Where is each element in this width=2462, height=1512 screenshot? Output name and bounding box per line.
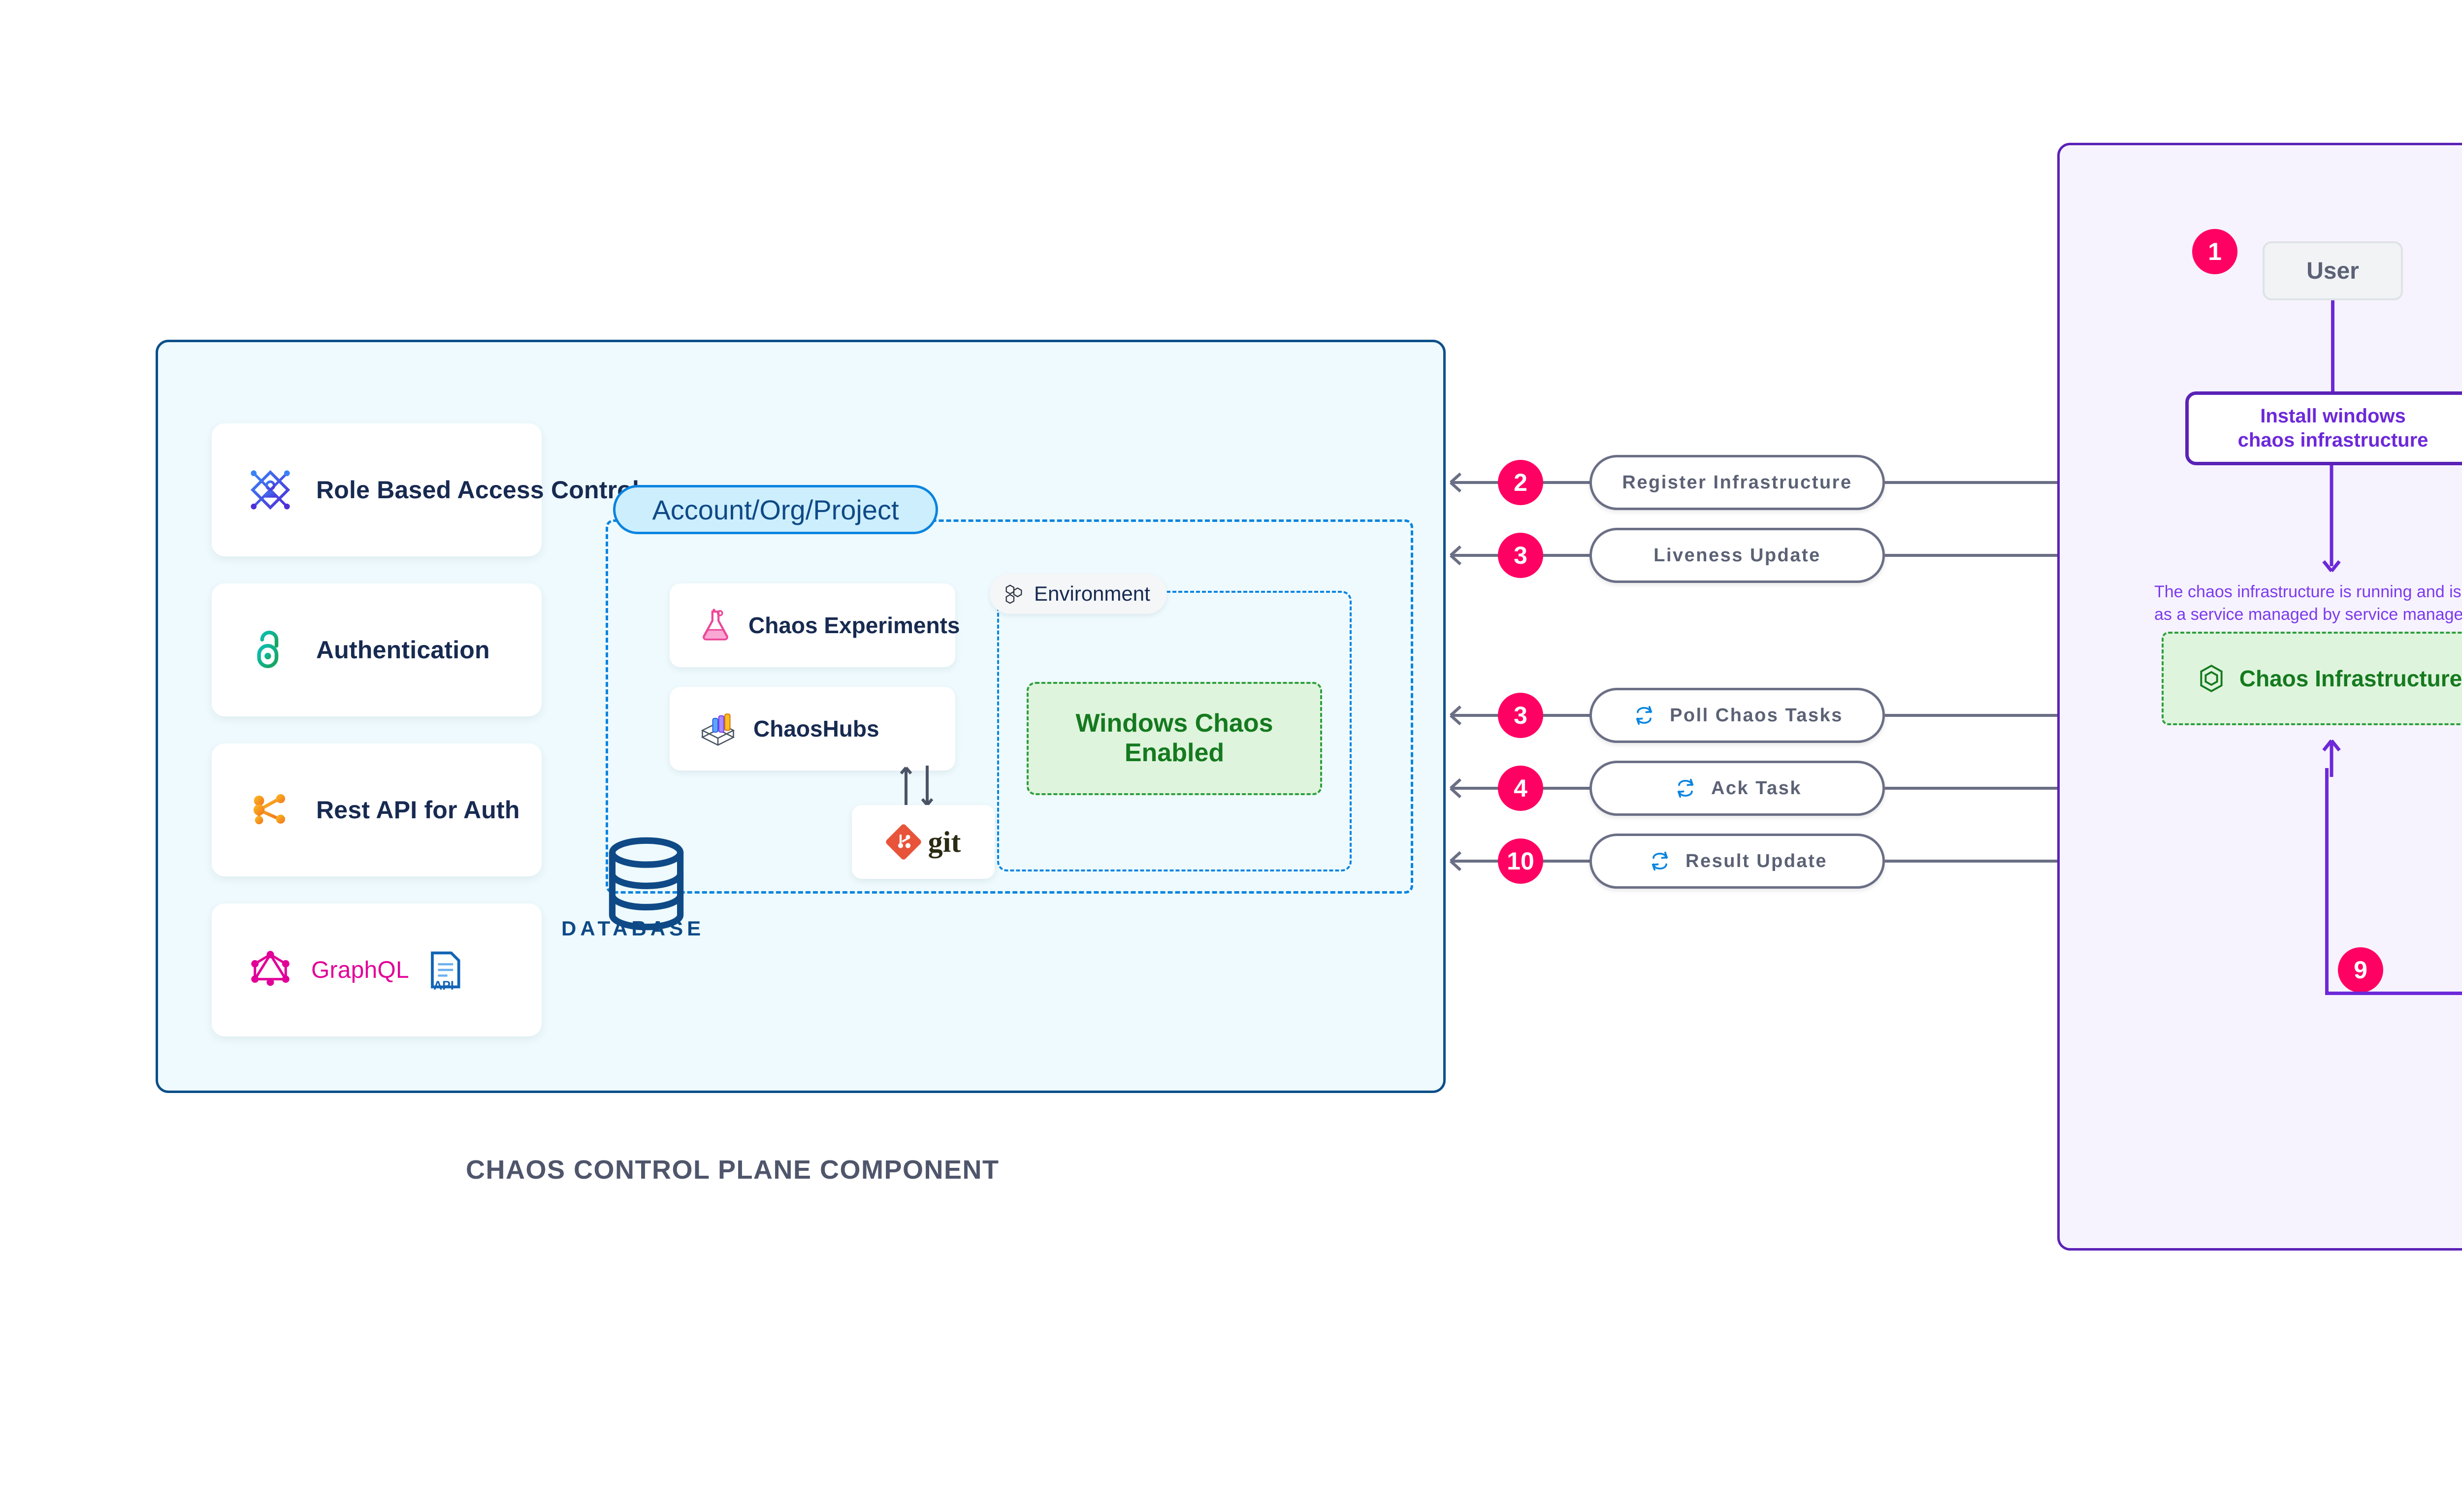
flow-line [2325, 992, 2462, 995]
feature-label: Authentication [316, 636, 490, 664]
environment-label: Environment [1034, 582, 1150, 605]
feature-card-authentication[interactable]: Authentication [212, 583, 542, 716]
environment-box [997, 591, 1352, 871]
git-card[interactable]: git [852, 805, 995, 879]
environment-pill[interactable]: Environment [990, 574, 1167, 614]
feature-card-graphql[interactable]: GraphQL API [212, 903, 542, 1036]
connector-line [1536, 481, 1595, 484]
chaos-infrastructure-label: Chaos Infrastructure [2239, 666, 2462, 691]
inner-card-label: ChaosHubs [753, 716, 879, 741]
feature-card-rbac[interactable]: Role Based Access Control [212, 423, 639, 556]
step-badge-9: 9 [2338, 947, 2383, 993]
connector-pill-poll-chaos-tasks[interactable]: Poll Chaos Tasks [1589, 688, 1885, 743]
test-tube-rack-icon [697, 708, 739, 749]
control-plane-title: CHAOS CONTROL PLANE COMPONENT [466, 1155, 1000, 1185]
hexagon-cluster-icon [1003, 582, 1025, 605]
database-cylinder-icon [609, 837, 684, 931]
arrow-left-icon [1449, 545, 1506, 566]
account-org-project-scope-box [606, 519, 1413, 894]
rbac-diamond-icon [241, 461, 299, 519]
connector-line [1536, 554, 1595, 557]
connector-pill-liveness-update[interactable]: Liveness Update [1589, 528, 1885, 583]
connector-pill-register-infrastructure[interactable]: Register Infrastructure [1589, 455, 1885, 510]
arrow-left-icon [1449, 472, 1506, 493]
sync-arrows-icon [900, 766, 934, 807]
windows-chaos-enabled-status: Windows Chaos Enabled [1027, 682, 1322, 795]
inner-card-label: Chaos Experiments [748, 612, 960, 638]
chaos-infrastructure-node[interactable]: Chaos Infrastructure [2162, 632, 2462, 725]
connector-line [1536, 714, 1595, 717]
step-badge-3-poll: 3 [1498, 693, 1543, 738]
refresh-cycle-icon [1673, 775, 1698, 801]
step-badge-4: 4 [1498, 766, 1543, 811]
install-windows-chaos-infrastructure-box[interactable]: Install windows chaos infrastructure [2185, 391, 2462, 465]
step-badge-2: 2 [1498, 460, 1543, 505]
user-label: User [2306, 257, 2359, 284]
connector-label: Poll Chaos Tasks [1670, 705, 1843, 726]
hexagon-outline-icon [2196, 663, 2227, 694]
user-node[interactable]: User [2263, 241, 2403, 300]
connector-label: Result Update [1685, 850, 1827, 871]
note-service-manager: The chaos infrastructure is running and … [2154, 582, 2462, 624]
connector-line [1885, 481, 2062, 484]
connector-label: Ack Task [1711, 777, 1802, 799]
install-box-label: Install windows chaos infrastructure [2237, 405, 2429, 451]
scope-pill-label: Account/Org/Project [652, 494, 899, 525]
database-label: DATABASE [561, 917, 705, 940]
connector-label: Liveness Update [1653, 545, 1821, 566]
step-badge-3-liveness: 3 [1498, 533, 1543, 578]
connector-pill-ack-task[interactable]: Ack Task [1589, 761, 1885, 816]
svg-text:API: API [433, 979, 454, 993]
connector-line [1885, 554, 2062, 557]
share-nodes-icon [241, 781, 299, 839]
inner-card-chaoshubs[interactable]: ChaosHubs [670, 687, 955, 771]
arrow-left-icon [1449, 778, 1506, 799]
refresh-cycle-icon [1647, 848, 1673, 874]
graphql-icon [241, 941, 299, 999]
arrow-up-icon [2322, 739, 2341, 777]
arrow-down-icon [2322, 465, 2341, 573]
git-label: git [928, 825, 961, 858]
git-icon [885, 824, 921, 860]
arrow-left-icon [1449, 851, 1506, 871]
feature-label: Rest API for Auth [316, 796, 520, 824]
flask-icon [697, 607, 734, 643]
inner-card-chaos-experiments[interactable]: Chaos Experiments [670, 583, 960, 667]
feature-label: GraphQL [311, 957, 409, 983]
connector-line [1885, 860, 2062, 863]
flow-line [2331, 300, 2334, 391]
feature-label: Role Based Access Control [316, 476, 640, 504]
refresh-cycle-icon [1631, 703, 1657, 728]
connector-line [1885, 787, 2062, 790]
arrow-left-icon [1449, 705, 1506, 726]
account-org-project-pill[interactable]: Account/Org/Project [613, 485, 938, 534]
api-document-icon: API [421, 941, 466, 999]
windows-chaos-enabled-label: Windows Chaos Enabled [1075, 709, 1273, 767]
step-badge-10: 10 [1498, 838, 1543, 884]
connector-line [1536, 787, 1595, 790]
connector-line [1885, 714, 2062, 717]
feature-card-rest-api[interactable]: Rest API for Auth [212, 743, 542, 876]
connector-pill-result-update[interactable]: Result Update [1589, 834, 1885, 889]
connector-label: Register Infrastructure [1622, 472, 1852, 493]
connector-line [1536, 860, 1595, 863]
flow-line [2325, 768, 2329, 994]
unlocked-padlock-icon [241, 621, 299, 679]
step-badge-1: 1 [2192, 229, 2237, 274]
